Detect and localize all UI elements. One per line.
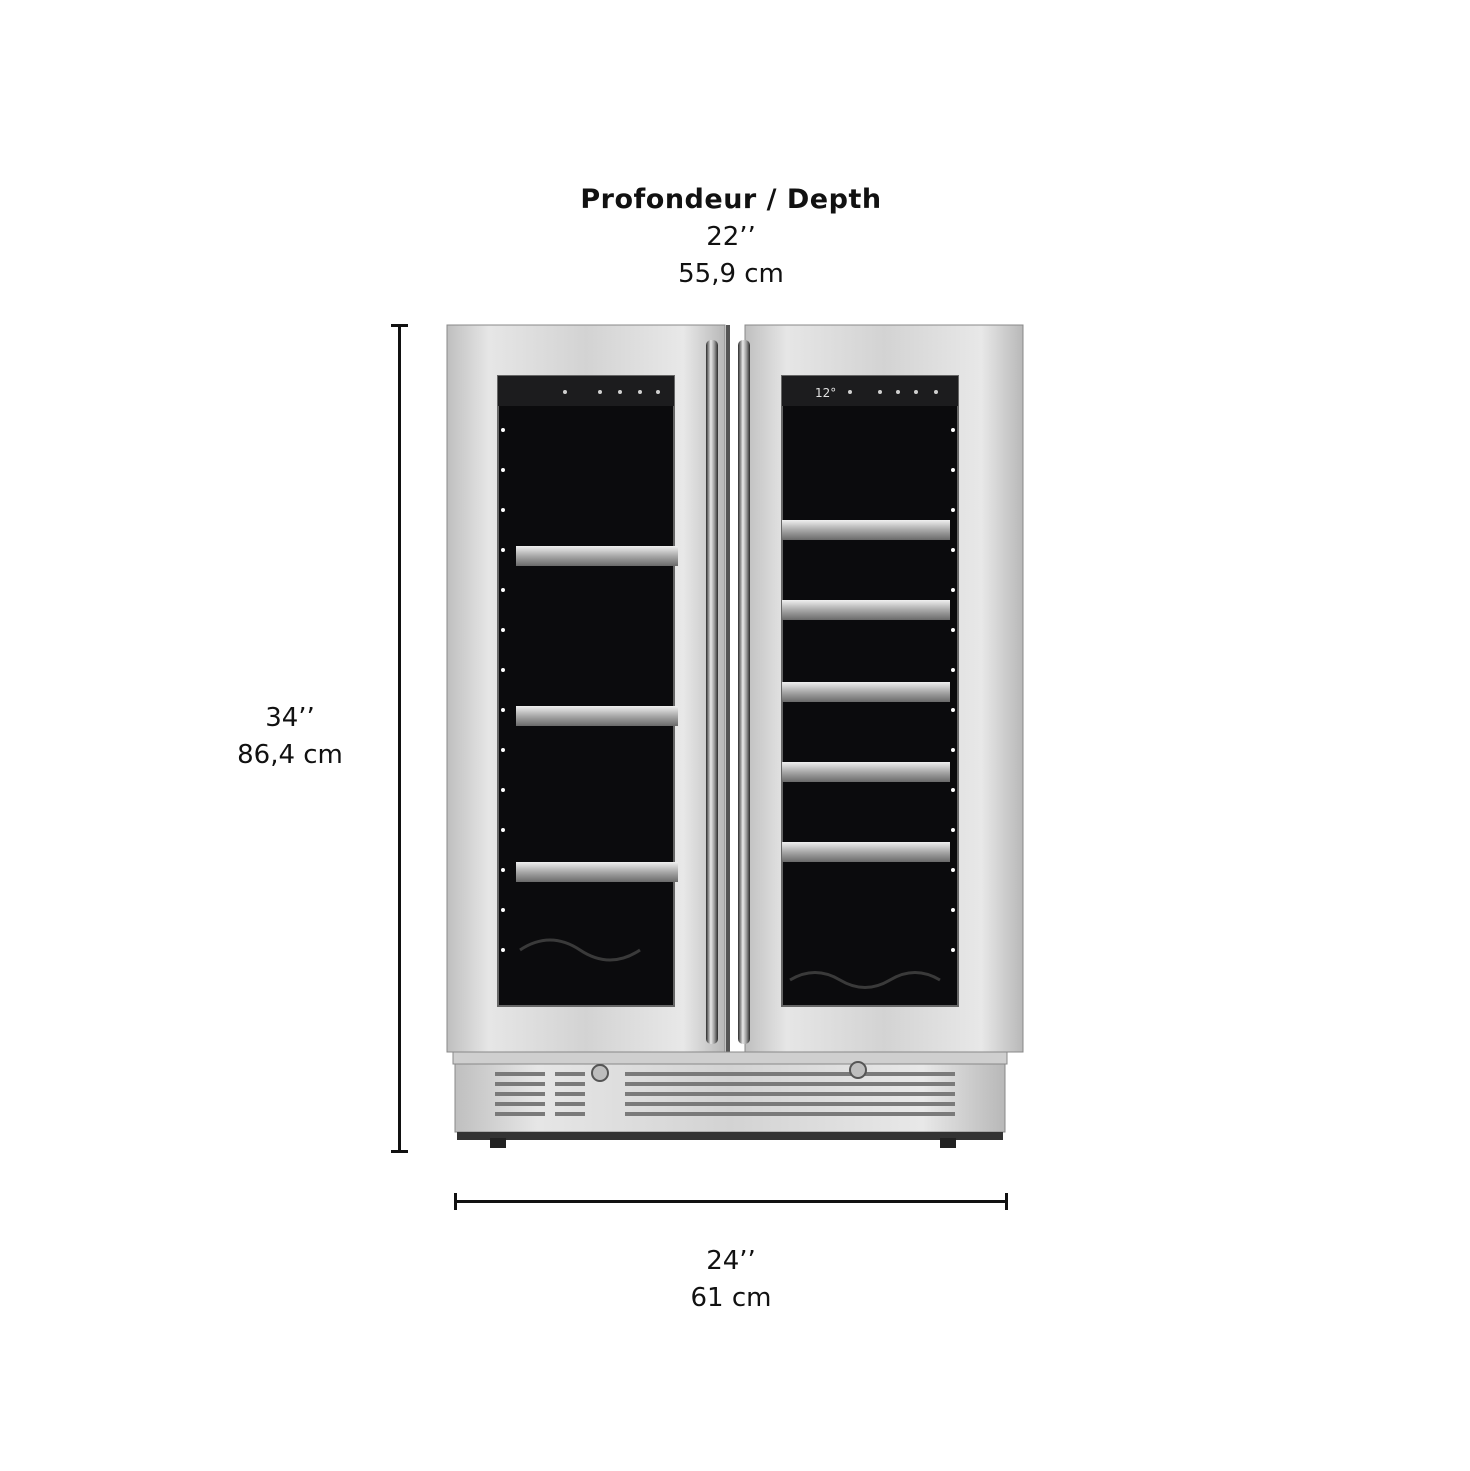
height-cm: 86,4 cm — [237, 740, 343, 770]
left-shelves — [516, 546, 678, 882]
right-shelves — [782, 520, 950, 862]
width-inches: 24’’ — [706, 1246, 756, 1276]
width-label: 24’’ 61 cm — [600, 1248, 862, 1311]
width-dimension-line — [455, 1200, 1008, 1203]
wine-cooler-image: 12° — [446, 324, 1024, 1148]
door-gap — [726, 325, 730, 1052]
depth-cm: 55,9 cm — [678, 259, 784, 289]
right-door-handle[interactable] — [738, 340, 750, 1044]
left-control-buttons — [563, 390, 660, 394]
depth-inches: 22’’ — [706, 222, 756, 252]
base-shadow — [457, 1132, 1003, 1140]
width-cm: 61 cm — [690, 1283, 772, 1313]
left-control-panel — [498, 376, 674, 406]
width-line-left-cap — [454, 1193, 457, 1210]
height-inches: 34’’ — [265, 703, 315, 733]
depth-label: Profondeur / Depth 22’’ 55,9 cm — [480, 186, 982, 287]
right-led-strip — [951, 428, 955, 952]
depth-title: Profondeur / Depth — [580, 184, 882, 215]
left-glass-panel — [497, 375, 675, 1007]
width-line-right-cap — [1005, 1193, 1008, 1210]
right-control-panel — [782, 376, 958, 406]
right-lock[interactable] — [849, 1061, 867, 1079]
left-led-strip — [501, 428, 505, 952]
left-door-handle[interactable] — [706, 340, 718, 1044]
left-lock[interactable] — [591, 1064, 609, 1082]
height-line-top-cap — [391, 324, 408, 327]
right-temperature-display: 12° — [815, 386, 836, 400]
ventilation-grille — [495, 1072, 955, 1116]
left-foot — [490, 1138, 506, 1148]
right-bottles — [789, 971, 941, 989]
height-dimension-line — [398, 325, 401, 1153]
right-control-buttons — [848, 390, 938, 394]
base-hinge-bar — [452, 1051, 1008, 1065]
left-bottles — [519, 938, 641, 962]
right-foot — [940, 1138, 956, 1148]
height-label: 34’’ 86,4 cm — [200, 705, 380, 768]
height-line-bottom-cap — [391, 1150, 408, 1153]
